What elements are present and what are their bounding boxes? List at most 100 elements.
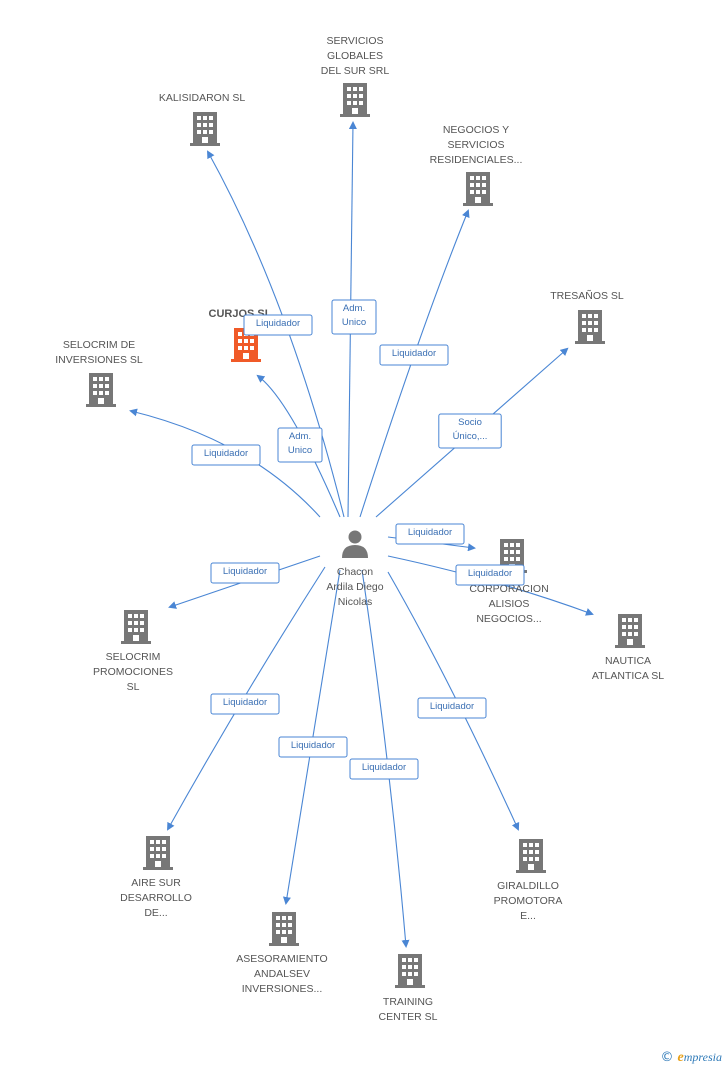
company-name: INVERSIONES...	[242, 983, 323, 995]
company-node-training-center[interactable]: TRAINING CENTER SL	[379, 954, 438, 1023]
edge-label-asesoramiento[interactable]: Liquidador	[278, 736, 348, 758]
edge-label-text: Unico	[288, 445, 312, 456]
edge-label-training-center[interactable]: Liquidador	[349, 758, 419, 780]
building-icon	[121, 610, 151, 644]
person-name: Ardila Diego	[326, 581, 383, 593]
company-name: ATLANTICA SL	[592, 670, 664, 682]
building-icon	[615, 614, 645, 648]
building-icon	[575, 310, 605, 344]
edge-labels-layer: Adm.UnicoLiquidadorLiquidadorSocioÚnico,…	[191, 299, 525, 780]
edge-label-text: Liquidador	[392, 348, 436, 359]
company-node-negocios-servicios[interactable]: NEGOCIOS Y SERVICIOS RESIDENCIALES...	[430, 124, 523, 206]
company-name: NEGOCIOS...	[476, 613, 541, 625]
edge-label-box	[331, 299, 377, 335]
edge-label-box	[417, 697, 487, 719]
edge-label-text: Liquidador	[204, 448, 248, 459]
edge-label-box	[277, 427, 323, 463]
building-icon	[143, 836, 173, 870]
edge-label-box	[210, 693, 280, 715]
edge-label-box	[379, 344, 449, 366]
company-name: RESIDENCIALES...	[430, 154, 523, 166]
company-name: AIRE SUR	[131, 877, 181, 889]
company-name: SERVICIOS	[327, 35, 384, 47]
edge-label-curjos[interactable]: Adm. Unico	[277, 427, 323, 463]
company-name: DE...	[144, 907, 167, 919]
edge-label-text: Liquidador	[430, 701, 474, 712]
edge-label-text: Socio	[458, 417, 482, 428]
company-name: NAUTICA	[605, 655, 651, 667]
company-node-aire-sur[interactable]: AIRE SUR DESARROLLO DE...	[120, 836, 192, 919]
company-name: TRESAÑOS SL	[550, 289, 624, 302]
company-node-kalisidaron[interactable]: KALISIDARON SL	[159, 92, 246, 146]
company-node-asesoramiento[interactable]: ASESORAMIENTOANDALSEVINVERSIONES...	[236, 912, 328, 995]
edge-label-box	[438, 413, 502, 449]
company-name: INVERSIONES SL	[55, 354, 143, 366]
company-name: ALISIOS	[489, 598, 530, 610]
company-node-giraldillo[interactable]: GIRALDILLO PROMOTORA E...	[494, 839, 563, 922]
person-name: Chacon	[337, 566, 373, 578]
copyright-symbol: ©	[660, 1050, 674, 1065]
building-icon	[190, 112, 220, 146]
edge-label-text: Liquidador	[223, 566, 267, 577]
edge-label-text: Liquidador	[223, 697, 267, 708]
company-name: CORPORACION	[469, 583, 548, 595]
edge-line-training-center	[361, 569, 410, 948]
company-name: E...	[520, 910, 536, 922]
edge-label-box	[191, 444, 261, 466]
company-name: PROMOTORA	[494, 895, 563, 907]
edge-label-negocios-servicios[interactable]: Liquidador	[379, 344, 449, 366]
company-name: SERVICIOS	[448, 139, 505, 151]
edge-label-selocrim-inversiones[interactable]: Liquidador	[191, 444, 261, 466]
company-name: KALISIDARON SL	[159, 92, 246, 104]
building-icon	[340, 83, 370, 117]
edge-label-aire-sur[interactable]: Liquidador	[210, 693, 280, 715]
company-node-tresanos[interactable]: TRESAÑOS SL	[550, 289, 624, 344]
company-name: DEL SUR SRL	[321, 65, 390, 77]
edge-label-text: Único,...	[453, 431, 488, 442]
edge-label-box	[278, 736, 348, 758]
brand-initial: e	[677, 1050, 684, 1065]
edge-label-tresanos[interactable]: SocioÚnico,...	[438, 413, 502, 449]
edge-label-box	[455, 564, 525, 586]
company-name: TRAINING	[383, 996, 433, 1008]
company-name: CENTER SL	[379, 1011, 438, 1023]
edge-label-kalisidaron[interactable]: Liquidador	[243, 314, 313, 336]
empresia-watermark[interactable]: ©empresia	[661, 1050, 722, 1066]
brand-name: mpresia	[683, 1050, 722, 1064]
edge-label-text: Unico	[342, 317, 366, 328]
edge-label-corporacion-alisios[interactable]: Liquidador	[395, 523, 465, 545]
company-name: SL	[127, 681, 140, 693]
building-icon	[463, 172, 493, 206]
edge-label-box	[349, 758, 419, 780]
edges-layer	[129, 121, 594, 948]
company-node-selocrim-inversiones[interactable]: SELOCRIM DE INVERSIONES SL	[55, 339, 143, 407]
edge-label-text: Liquidador	[362, 762, 406, 773]
edge-label-text: Adm.	[289, 431, 311, 442]
edge-label-giraldillo[interactable]: Liquidador	[417, 697, 487, 719]
edge-line-curjos	[256, 374, 341, 518]
company-name: PROMOCIONES	[93, 666, 173, 678]
edge-label-selocrim-promociones[interactable]: Liquidador	[210, 562, 280, 584]
company-name: NEGOCIOS Y	[443, 124, 509, 136]
company-name: GIRALDILLO	[497, 880, 559, 892]
edge-label-box	[395, 523, 465, 545]
edge-label-text: Liquidador	[256, 318, 300, 329]
edge-label-box	[210, 562, 280, 584]
edge-label-text: Liquidador	[408, 527, 452, 538]
edge-line-giraldillo	[387, 571, 520, 831]
building-icon	[86, 373, 116, 407]
person-icon	[342, 530, 368, 558]
company-node-corporacion-alisios[interactable]: CORPORACION ALISIOS NEGOCIOS...	[469, 539, 549, 625]
company-node-nautica-atlantica[interactable]: NAUTICA ATLANTICA SL	[592, 614, 664, 682]
company-name: SELOCRIM DE	[63, 339, 135, 351]
edge-label-servicios-globales[interactable]: Adm.Unico	[331, 299, 377, 335]
edge-label-nautica-atlantica[interactable]: Liquidador	[455, 564, 525, 586]
edge-label-text: Liquidador	[468, 568, 512, 579]
person-name: Nicolas	[338, 596, 372, 608]
company-name: DESARROLLO	[120, 892, 192, 904]
